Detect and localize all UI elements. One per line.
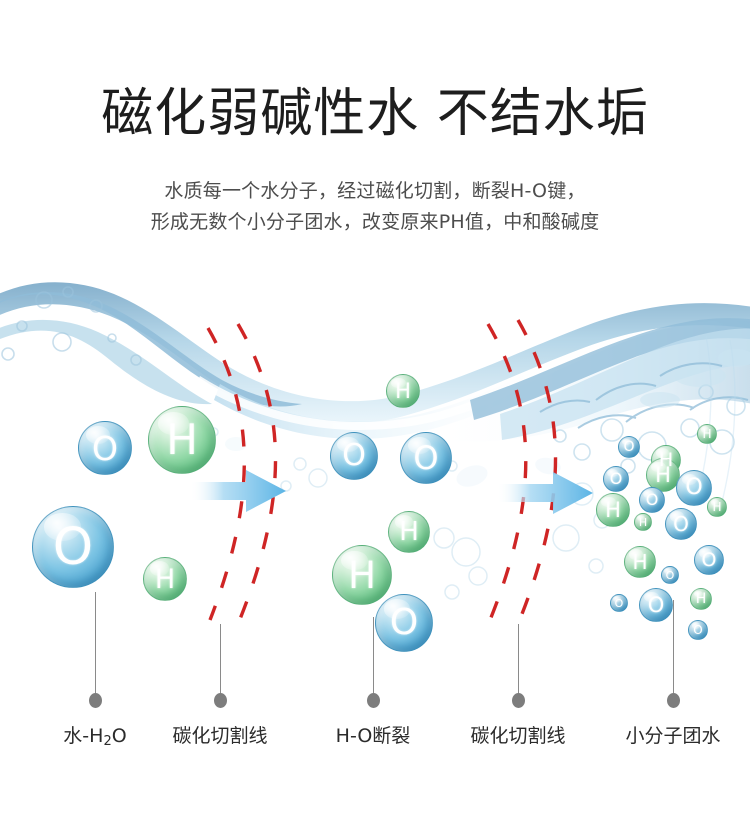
caption-text: 碳化切割线 <box>470 725 566 747</box>
caption-ho-bond-break: H-O断裂 <box>336 724 411 748</box>
pointer-dot-carbonization-cut-line-1 <box>214 693 227 708</box>
bubble-letter: O <box>647 592 665 617</box>
hydrogen-bubble: H <box>143 557 187 601</box>
caption-carbonization-cut-line-2: 碳化切割线 <box>470 724 565 748</box>
bubble-letter: O <box>413 439 439 477</box>
bubble-letter: H <box>695 591 707 607</box>
bubble-letter: O <box>701 548 717 571</box>
pointer-dot-small-molecule-cluster <box>667 693 680 708</box>
oxygen-bubble: O <box>688 620 708 640</box>
oxygen-bubble: O <box>676 470 712 506</box>
subtitle-line-2: 形成无数个小分子团水，改变原来PH值，中和酸碱度 <box>150 211 600 233</box>
bubble-letter: H <box>658 448 674 471</box>
caption-text: 小分子团水 <box>625 725 721 747</box>
bubble-letter: O <box>92 428 118 468</box>
pointer-line-small-molecule-cluster <box>673 600 674 700</box>
page-subtitle: 水质每一个水分子，经过磁化切割，断裂H-O键， 形成无数个小分子团水，改变原来P… <box>0 176 750 238</box>
pointer-line-ho-bond-break <box>373 617 374 700</box>
bubble-letter: H <box>154 563 176 595</box>
hydrogen-bubble: H <box>646 458 680 492</box>
caption-text-tail: O <box>111 725 127 747</box>
pointer-line-carbonization-cut-line-1 <box>220 624 221 700</box>
caption-subscript: 2 <box>103 734 112 749</box>
bubble-letter: O <box>693 623 703 637</box>
bubble-letter: O <box>623 439 635 455</box>
subtitle-line-1: 水质每一个水分子，经过磁化切割，断裂H-O键， <box>164 180 586 202</box>
bubble-letter: H <box>399 517 419 547</box>
oxygen-bubble: O <box>78 421 132 475</box>
bubble-letter: O <box>52 517 94 577</box>
hydrogen-bubble: H <box>148 406 216 474</box>
page-title: 磁化弱碱性水 不结水垢 <box>101 84 649 144</box>
oxygen-bubble: O <box>603 466 629 492</box>
oxygen-bubble: O <box>665 508 697 540</box>
bubble-letter: O <box>389 602 419 643</box>
bubble-letter: H <box>712 500 722 514</box>
caption-text: H-O断裂 <box>335 725 411 747</box>
pointer-line-carbonization-cut-line-2 <box>518 624 519 700</box>
flow-arrow-2 <box>497 472 593 514</box>
pointer-dot-water-h2o <box>89 693 102 708</box>
hydrogen-bubble: H <box>697 424 717 444</box>
bubble-letter: O <box>342 438 366 473</box>
bubble-letter: O <box>665 568 675 582</box>
oxygen-bubble: O <box>32 506 114 588</box>
pointer-dot-carbonization-cut-line-2 <box>512 693 525 708</box>
caption-water-h2o: 水-H2O <box>63 724 126 751</box>
hydrogen-bubble: H <box>386 374 420 408</box>
pointer-dot-ho-bond-break <box>367 693 380 708</box>
oxygen-bubble: O <box>375 594 433 652</box>
bubble-letter: O <box>685 475 703 500</box>
bubble-letter: O <box>645 490 659 509</box>
bubble-letter: O <box>609 469 623 488</box>
bubble-letter: O <box>673 512 689 536</box>
bubble-letter: O <box>614 596 624 610</box>
bubble-letter: H <box>632 550 648 574</box>
hydrogen-bubble: H <box>707 497 727 517</box>
caption-carbonization-cut-line-1: 碳化切割线 <box>172 724 267 748</box>
bubble-letter: H <box>395 378 411 403</box>
caption-small-molecule-cluster: 小分子团水 <box>625 724 720 748</box>
hydrogen-bubble: H <box>388 511 430 553</box>
oxygen-bubble: O <box>330 432 378 480</box>
oxygen-bubble: O <box>610 594 628 612</box>
hydrogen-bubble: H <box>332 545 392 605</box>
oxygen-bubble: O <box>661 566 679 584</box>
oxygen-bubble: O <box>618 436 640 458</box>
flow-arrow-1 <box>190 470 286 512</box>
oxygen-bubble: O <box>639 588 673 622</box>
caption-text: 碳化切割线 <box>172 725 268 747</box>
oxygen-bubble: O <box>694 545 724 575</box>
bubble-letter: H <box>655 462 671 487</box>
pointer-line-water-h2o <box>95 592 96 700</box>
hydrogen-bubble: H <box>690 588 712 610</box>
oxygen-bubble: O <box>639 487 665 513</box>
caption-text: 水-H <box>63 725 104 747</box>
bubble-letter: H <box>702 427 712 441</box>
hydrogen-bubble: H <box>596 493 630 527</box>
oxygen-bubble: O <box>400 432 452 484</box>
bubble-letter: H <box>348 553 376 597</box>
bubble-letter: H <box>605 497 621 522</box>
hydrogen-bubble: H <box>634 513 652 531</box>
bubble-letter: H <box>638 515 648 529</box>
bubble-letter: H <box>166 415 198 464</box>
hydrogen-bubble: H <box>624 546 656 578</box>
